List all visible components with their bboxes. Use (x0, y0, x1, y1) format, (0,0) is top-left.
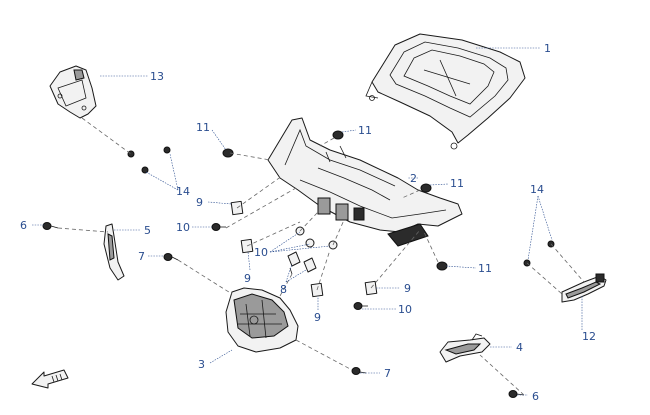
part-6-bolt-a[interactable] (42, 222, 59, 230)
part-11-grommet-b[interactable] (332, 130, 344, 140)
callout-9-a[interactable]: 9 (196, 196, 203, 209)
callout-11-c[interactable]: 11 (450, 177, 464, 190)
callout-7-bottom[interactable]: 7 (384, 367, 391, 380)
part-5-small-bracket[interactable] (103, 223, 125, 281)
part-14-pin-a[interactable] (127, 150, 135, 158)
callout-9-b[interactable]: 9 (244, 272, 251, 285)
callout-11-b[interactable]: 11 (358, 124, 372, 137)
callout-5[interactable]: 5 (144, 224, 151, 237)
part-1-cover-frame[interactable] (365, 33, 526, 150)
front-arrow-icon (31, 369, 69, 389)
callout-14-right[interactable]: 14 (530, 183, 544, 196)
part-11-grommet-a[interactable] (222, 148, 234, 158)
callout-11-a[interactable]: 11 (196, 121, 210, 134)
part-8-clip-a[interactable] (287, 251, 301, 275)
part-10-washer-b[interactable] (305, 238, 315, 248)
callout-10-c[interactable]: 10 (398, 303, 412, 316)
callout-11-d[interactable]: 11 (478, 262, 492, 275)
callout-14-left[interactable]: 14 (176, 185, 190, 198)
callout-6-bottom[interactable]: 6 (532, 390, 539, 403)
part-12-side-bracket[interactable] (561, 273, 607, 303)
callout-1[interactable]: 1 (544, 42, 551, 55)
part-7-screw-a[interactable] (163, 253, 179, 261)
callout-12[interactable]: 12 (582, 330, 596, 343)
part-3-lower-cover[interactable] (225, 287, 299, 353)
part-11-grommet-d[interactable] (436, 261, 448, 271)
callout-6-left[interactable]: 6 (20, 219, 27, 232)
part-8-clip-b[interactable] (303, 257, 317, 273)
part-2-handlebar-holder[interactable] (267, 117, 463, 247)
callout-8[interactable]: 8 (280, 283, 287, 296)
callout-10-a[interactable]: 10 (176, 221, 190, 234)
part-7-screw-b[interactable] (351, 367, 367, 375)
callout-7-left[interactable]: 7 (138, 250, 145, 263)
part-13-plate-bracket[interactable] (49, 65, 97, 119)
callout-4[interactable]: 4 (516, 341, 523, 354)
callout-13[interactable]: 13 (150, 70, 164, 83)
callout-10-b[interactable]: 10 (254, 246, 268, 259)
part-14-pin-c[interactable] (163, 146, 171, 154)
callout-2[interactable]: 2 (410, 172, 417, 185)
part-14-pin-b[interactable] (141, 166, 149, 174)
part-4-bracket[interactable] (439, 333, 491, 363)
part-10-screw-a[interactable] (211, 223, 226, 231)
part-6-bolt-b[interactable] (508, 390, 525, 398)
part-11-grommet-c[interactable] (420, 183, 432, 193)
callout-9-c[interactable]: 9 (314, 311, 321, 324)
assembly-lines (57, 117, 585, 396)
part-10-screw-b[interactable] (353, 302, 368, 310)
callout-3[interactable]: 3 (198, 358, 205, 371)
callout-leaders (32, 47, 583, 396)
callout-labels: 1 2 3 4 5 6 6 7 7 8 9 9 9 9 10 10 10 11 … (20, 42, 596, 403)
callout-9-d[interactable]: 9 (404, 282, 411, 295)
